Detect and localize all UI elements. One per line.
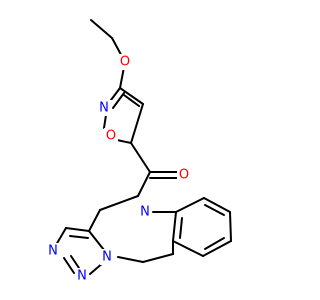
bond-n-n-inner xyxy=(70,255,80,269)
bond-benz-4 xyxy=(202,240,232,257)
atom-bg-o-ether xyxy=(118,54,132,70)
bond-n2-c3-inner xyxy=(112,92,125,109)
atom-bg-n-tri-2 xyxy=(75,268,89,284)
atom-bg-o-carbonyl xyxy=(177,167,191,183)
atom-labels: O N O O N N N N xyxy=(46,54,191,284)
bond-n1-c3a xyxy=(88,230,105,251)
bond-benz-2 xyxy=(203,197,231,213)
bond-benz-3 xyxy=(229,211,232,242)
bond-ch2a-c3a xyxy=(88,209,101,232)
bonds xyxy=(55,19,232,275)
atom-bg-o-isox xyxy=(104,128,118,144)
bond-c3-c4 xyxy=(119,87,144,105)
atom-n-tri-3: N xyxy=(102,250,112,265)
atom-n-tri-2: N xyxy=(77,269,87,284)
bond-benz-4-inner xyxy=(204,237,225,250)
atom-o-carbonyl: O xyxy=(179,168,189,183)
bond-benz-6 xyxy=(172,211,177,242)
bond-o1-n2 xyxy=(103,114,107,129)
bond-c9a-ch2b xyxy=(142,253,174,263)
bond-carbonyl-n xyxy=(137,171,151,197)
bond-benz-6-inner xyxy=(179,217,183,239)
bond-n5-ch2a xyxy=(99,195,139,211)
bond-benz-1 xyxy=(175,197,205,213)
molecule-structure: O N O O N N N N xyxy=(46,19,232,284)
atom-n-tri-1: N xyxy=(48,244,58,259)
atom-n-amide: N xyxy=(140,205,150,220)
bond-n-n xyxy=(63,257,75,274)
atom-bg-n-isox xyxy=(98,100,112,116)
atom-n-isox: N xyxy=(99,101,109,116)
bond-c3-c4-inner xyxy=(123,94,140,107)
bond-c5-o1 xyxy=(116,139,132,144)
atom-bg-n-amide xyxy=(138,204,152,220)
atom-bg-n-tri-3 xyxy=(100,249,114,265)
bond-c3-n xyxy=(55,227,67,246)
bond-benz-2-inner xyxy=(204,204,225,216)
bond-c5-carbonyl xyxy=(130,142,151,173)
bond-c4-c5 xyxy=(130,103,144,144)
atom-o-isox: O xyxy=(106,129,116,144)
bond-c3a-c3-inner xyxy=(69,235,89,239)
bond-ch3-ch2 xyxy=(90,19,113,39)
bond-benz-5 xyxy=(172,240,204,257)
bond-ch2b-n1 xyxy=(117,256,144,263)
bond-c3a-c3 xyxy=(65,227,90,232)
atom-o-ether: O xyxy=(120,55,130,70)
atom-bg-n-tri-1 xyxy=(46,243,60,259)
